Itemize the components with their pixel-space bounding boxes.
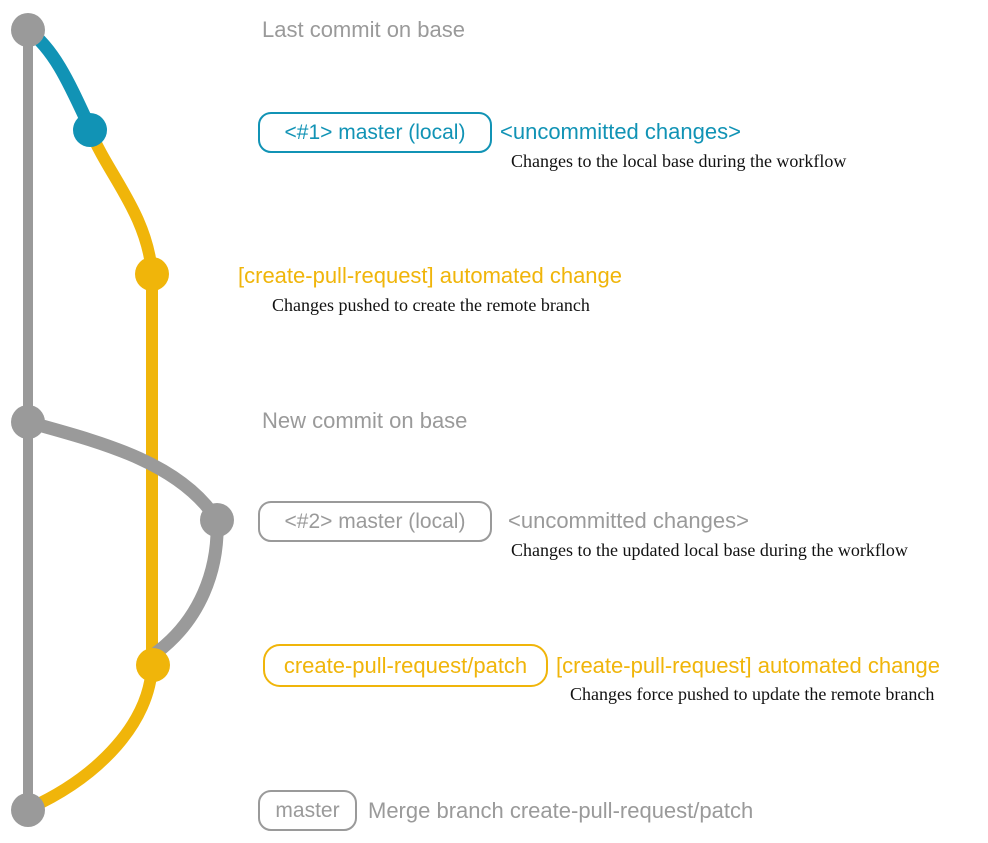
updated-local-branch-line — [21, 415, 224, 660]
label-new-commit-on-base: New commit on base — [262, 408, 468, 433]
commit-node-master-2 — [200, 503, 234, 537]
caption-updated-local-base-changes: Changes to the updated local base during… — [511, 540, 908, 560]
branch-badge-master-local-1: <#1> master (local) — [258, 112, 492, 153]
commit-node-patch-1 — [135, 257, 169, 291]
commit-node-merge — [11, 793, 45, 827]
commit-node-master-1 — [73, 113, 107, 147]
commit-graph — [11, 13, 234, 827]
commit-node-new-base — [11, 405, 45, 439]
local-master-branch-line — [21, 23, 97, 135]
patch-branch-line — [24, 124, 158, 814]
label-automated-change-2: [create-pull-request] automated change — [556, 653, 941, 678]
commit-node-last-base — [11, 13, 45, 47]
label-uncommitted-changes-1: <uncommitted changes> — [500, 119, 741, 144]
caption-local-base-changes: Changes to the local base during the wor… — [511, 151, 847, 171]
branch-badge-master-local-2: <#2> master (local) — [258, 501, 492, 542]
label-uncommitted-changes-2: <uncommitted changes> — [508, 508, 749, 533]
branch-badge-create-pull-request-patch: create-pull-request/patch — [263, 644, 548, 687]
caption-changes-pushed: Changes pushed to create the remote bran… — [272, 295, 590, 315]
commit-node-patch-2 — [136, 648, 170, 682]
label-merge-branch: Merge branch create-pull-request/patch — [368, 798, 754, 823]
label-automated-change-1: [create-pull-request] automated change — [238, 263, 623, 288]
branch-badge-master: master — [258, 790, 357, 831]
label-last-commit-on-base: Last commit on base — [262, 17, 465, 42]
caption-changes-force-pushed: Changes force pushed to update the remot… — [570, 684, 935, 704]
